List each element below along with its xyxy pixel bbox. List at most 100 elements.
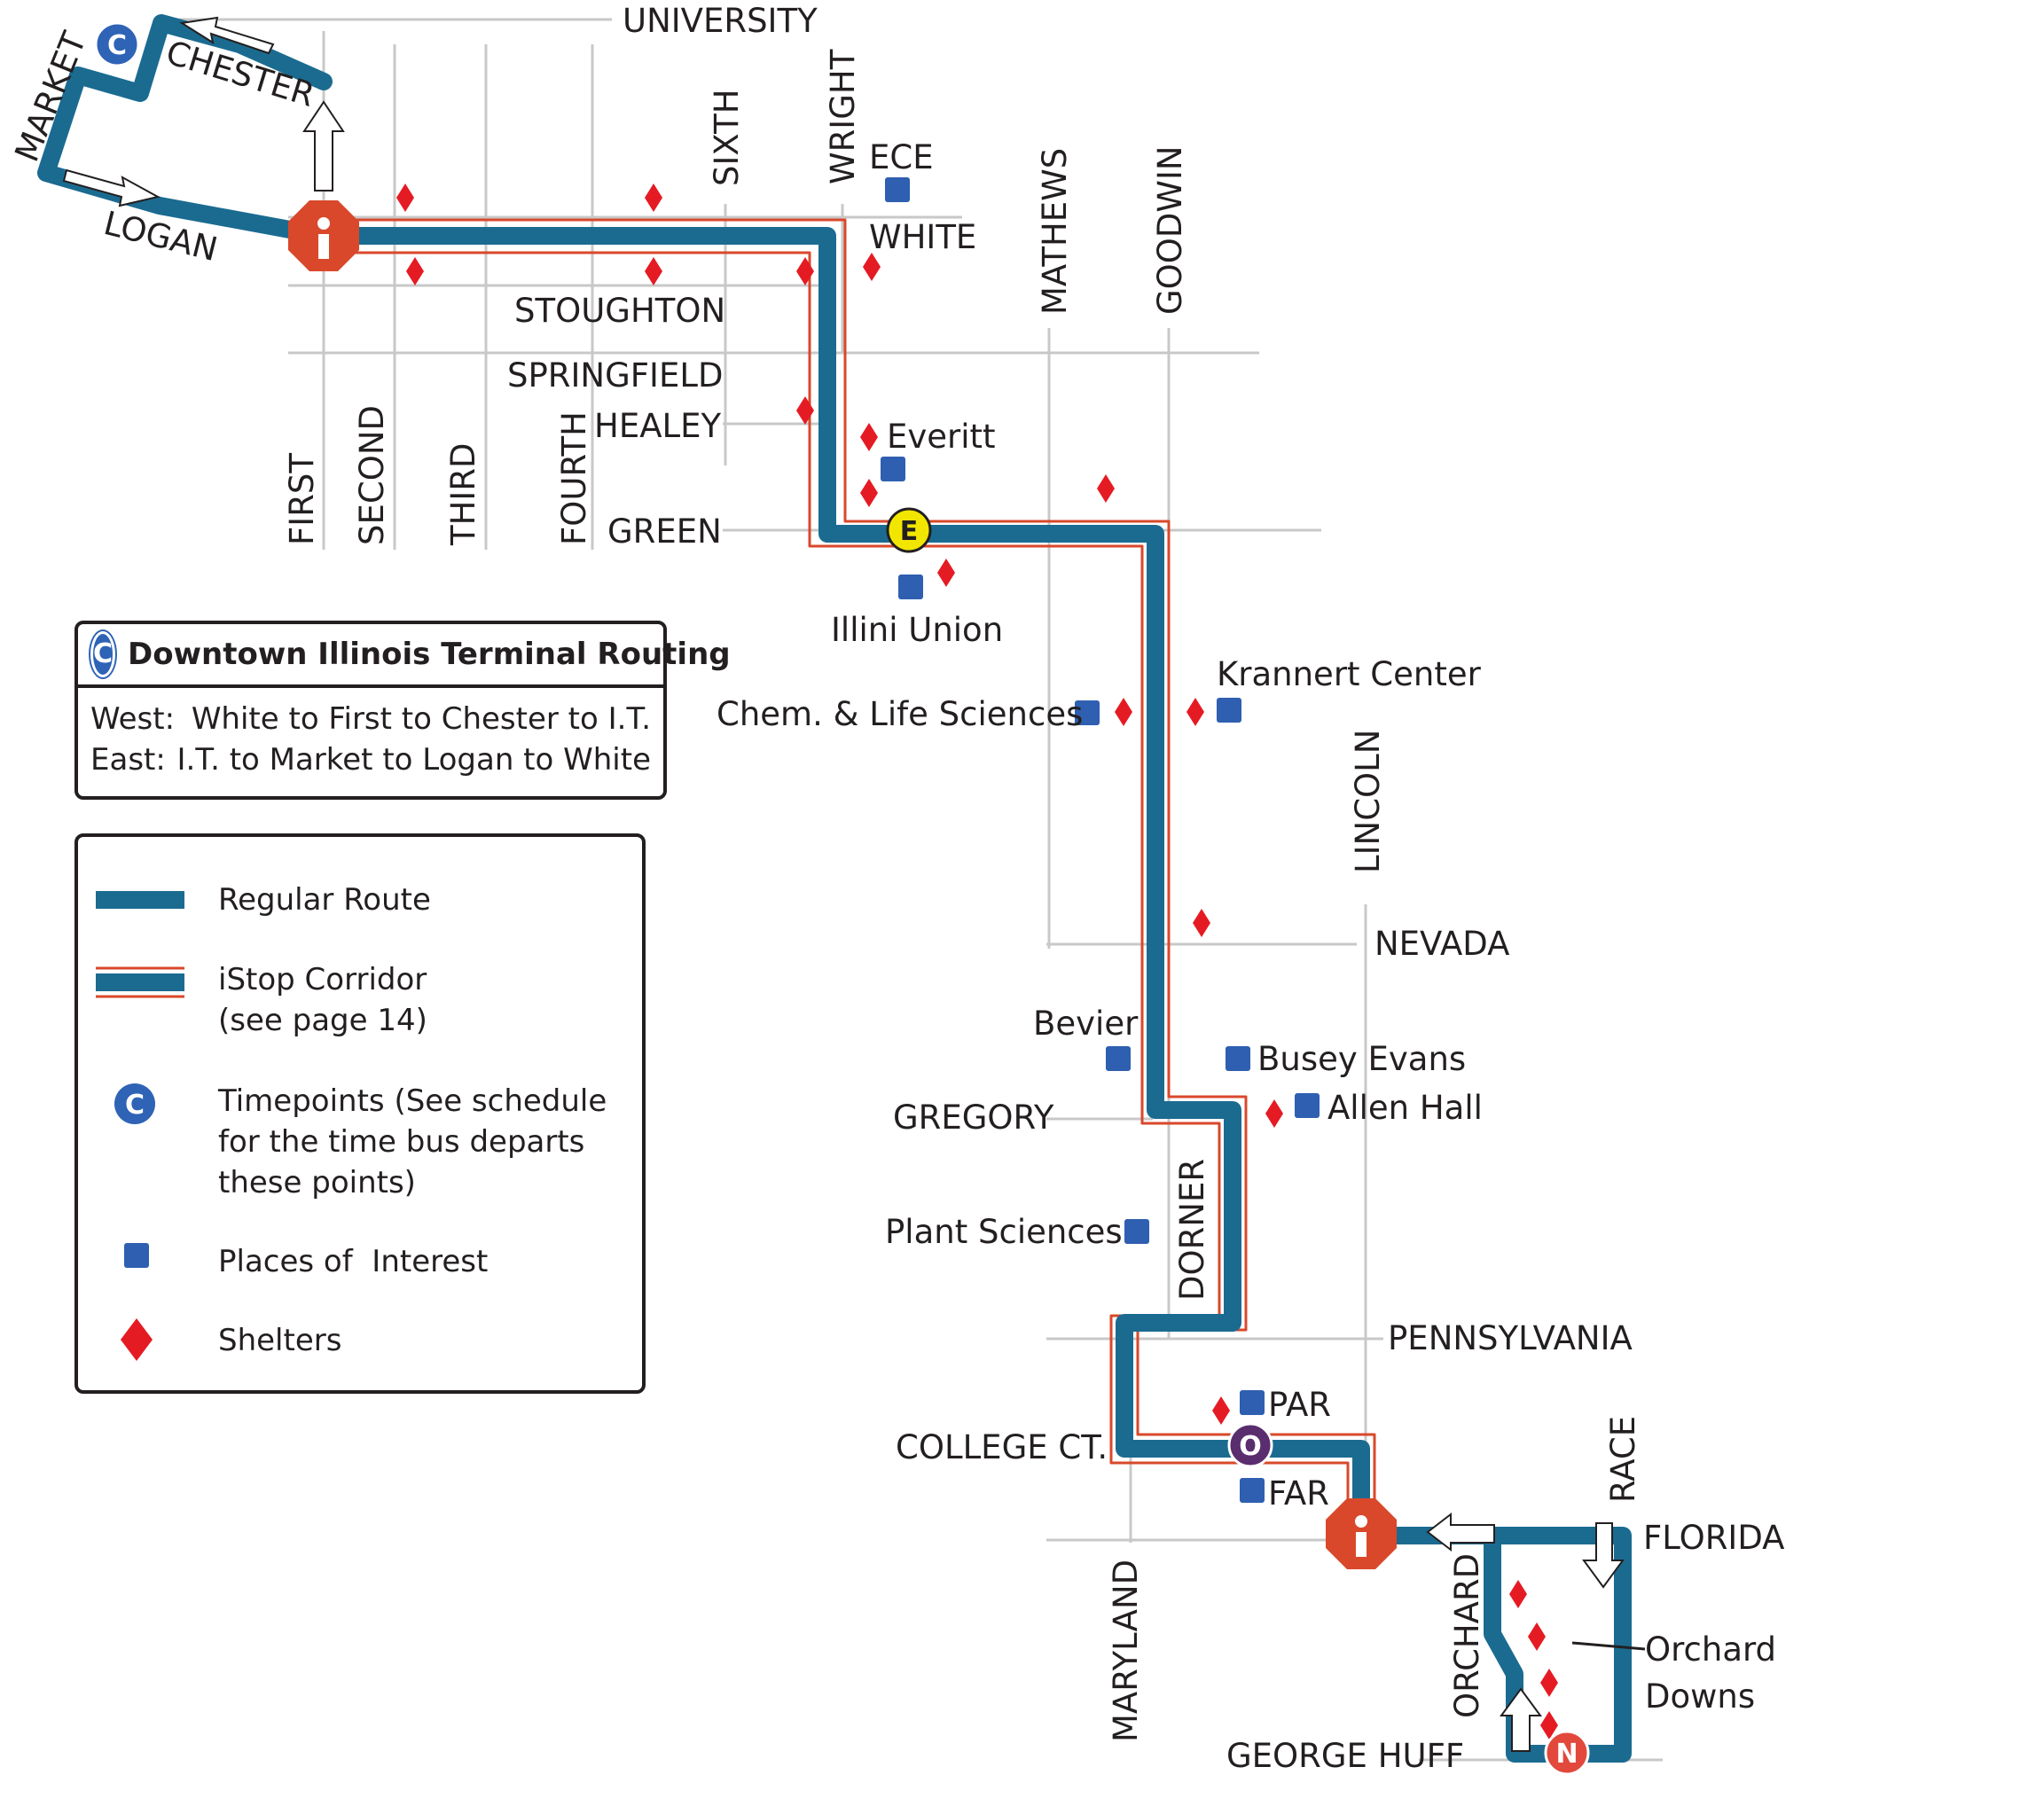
- place-label-bevier: Bevier: [1033, 1005, 1139, 1043]
- street-label-lincoln: LINCOLN: [1349, 730, 1387, 873]
- red-diamond-icon: [396, 184, 414, 212]
- street-label-maryland: MARYLAND: [1107, 1560, 1145, 1742]
- white-arrow-icon: [179, 16, 275, 55]
- blue-square-icon: [1240, 1390, 1265, 1415]
- place-label-chem: Chem. & Life Sciences: [717, 695, 1083, 733]
- red-diamond-icon: [645, 184, 662, 212]
- direction-arrows: [62, 16, 1625, 1752]
- white-arrow-icon: [1426, 1512, 1495, 1552]
- street-label-first: FIRST: [283, 453, 321, 545]
- terminal-info-octagon-icon[interactable]: [1326, 1498, 1397, 1569]
- red-diamond-icon: [1265, 1099, 1283, 1128]
- svg-text:C: C: [125, 1090, 145, 1121]
- place-label-allen: Allen Hall: [1327, 1089, 1483, 1127]
- timepoint-c[interactable]: C: [94, 21, 140, 67]
- street-label-pennsylvania: PENNSYLVANIA: [1388, 1319, 1633, 1357]
- street-label-race: RACE: [1604, 1416, 1642, 1503]
- svg-text:E: E: [900, 516, 919, 547]
- red-diamond-icon: [1186, 698, 1204, 726]
- red-diamond-icon: [1193, 909, 1210, 937]
- timepoint-e[interactable]: E: [886, 507, 932, 553]
- red-diamond-icon: [1528, 1622, 1546, 1651]
- street-label-second: SECOND: [353, 405, 391, 545]
- place-label-krannert: Krannert Center: [1217, 655, 1482, 693]
- blue-square-icon: [1217, 698, 1241, 723]
- red-diamond-icon: [1509, 1580, 1527, 1608]
- blue-square-icon: [124, 1243, 149, 1268]
- routing-box: C Downtown Illinois Terminal Routing Wes…: [74, 621, 731, 800]
- street-label-fourth: FOURTH: [555, 411, 593, 545]
- red-diamond-icon: [1212, 1396, 1230, 1425]
- timepoint-c-icon: C: [90, 631, 116, 677]
- street-label-college-ct: COLLEGE CT.: [896, 1428, 1108, 1466]
- red-diamond-icon: [121, 1318, 153, 1361]
- place-label-illini-union: Illini Union: [831, 611, 1003, 649]
- legend: Regular Route iStop Corridor (see page 1…: [74, 833, 646, 1394]
- blue-square-icon: [881, 457, 905, 481]
- place-label-far: FAR: [1268, 1474, 1329, 1513]
- place-label-orchard-downs-2: Downs: [1645, 1677, 1755, 1716]
- red-diamond-icon: [860, 423, 878, 451]
- street-label-orchard: ORCHARD: [1448, 1553, 1486, 1718]
- place-label-everitt: Everitt: [887, 418, 996, 456]
- blue-square-icon: [1240, 1478, 1265, 1503]
- white-arrow-icon: [1582, 1522, 1625, 1589]
- istop-corridor: [324, 218, 1376, 1507]
- white-arrow-icon: [302, 100, 345, 192]
- street-label-stoughton: STOUGHTON: [514, 292, 725, 330]
- red-diamond-icon: [1097, 474, 1115, 503]
- place-labels: Everitt Illini Union Krannert Center Che…: [717, 418, 1776, 1716]
- red-diamond-icon: [406, 257, 424, 285]
- street-label-ece: ECE: [869, 138, 934, 176]
- red-diamond-icon: [1540, 1669, 1558, 1697]
- shelters: [396, 184, 1558, 1740]
- svg-text:O: O: [1239, 1431, 1262, 1462]
- blue-square-icon: [885, 177, 910, 202]
- street-label-wright: WRIGHT: [824, 49, 862, 184]
- red-diamond-icon: [863, 253, 881, 281]
- street-label-gregory: GREGORY: [893, 1098, 1054, 1137]
- street-label-george-huff: GEORGE HUFF: [1226, 1737, 1464, 1775]
- routing-box-title: Downtown Illinois Terminal Routing: [128, 637, 731, 672]
- terminal-info-octagon-icon[interactable]: [288, 200, 359, 271]
- blue-square-icon: [1106, 1046, 1131, 1071]
- street-label-healey: HEALEY: [594, 407, 722, 445]
- white-arrow-icon: [1500, 1687, 1542, 1752]
- street-label-third: THIRD: [444, 442, 482, 546]
- red-diamond-icon: [1115, 698, 1132, 726]
- street-label-university: UNIVERSITY: [623, 2, 818, 40]
- place-label-orchard-downs-1: Orchard: [1645, 1630, 1776, 1669]
- routing-east: East: I.T. to Market to Logan to White: [90, 742, 651, 778]
- street-label-market: MARKET: [7, 27, 93, 168]
- blue-square-icon: [1124, 1219, 1149, 1244]
- blue-square-icon: [1295, 1093, 1320, 1118]
- street-label-dorner: DORNER: [1173, 1159, 1211, 1301]
- street-label-florida: FLORIDA: [1643, 1519, 1784, 1557]
- routing-box-header: C Downtown Illinois Terminal Routing: [78, 624, 731, 688]
- svg-text:N: N: [1555, 1739, 1578, 1770]
- red-diamond-icon: [937, 559, 955, 587]
- place-label-par: PAR: [1268, 1386, 1331, 1424]
- white-arrow-icon: [62, 168, 161, 207]
- street-label-green: GREEN: [607, 512, 722, 551]
- place-label-plant: Plant Sciences: [885, 1213, 1123, 1251]
- timepoint-o[interactable]: O: [1227, 1422, 1273, 1468]
- street-label-springfield: SPRINGFIELD: [507, 356, 723, 395]
- timepoint-n[interactable]: N: [1544, 1730, 1590, 1776]
- street-label-mathews: MATHEWS: [1036, 148, 1074, 315]
- blue-square-icon: [898, 575, 923, 599]
- street-label-nevada: NEVADA: [1374, 925, 1509, 963]
- place-label-busey: Busey Evans: [1257, 1040, 1466, 1078]
- places-of-interest: [881, 177, 1320, 1503]
- red-diamond-icon: [796, 396, 814, 425]
- routing-west: West: White to First to Chester to I.T.: [90, 701, 651, 737]
- street-label-sixth: SIXTH: [708, 89, 746, 186]
- red-diamond-icon: [796, 257, 814, 285]
- street-label-white: WHITE: [869, 218, 976, 256]
- blue-square-icon: [1226, 1046, 1250, 1071]
- svg-text:C: C: [107, 30, 127, 61]
- red-diamond-icon: [1540, 1711, 1558, 1740]
- red-diamond-icon: [860, 479, 878, 507]
- red-diamond-icon: [645, 257, 662, 285]
